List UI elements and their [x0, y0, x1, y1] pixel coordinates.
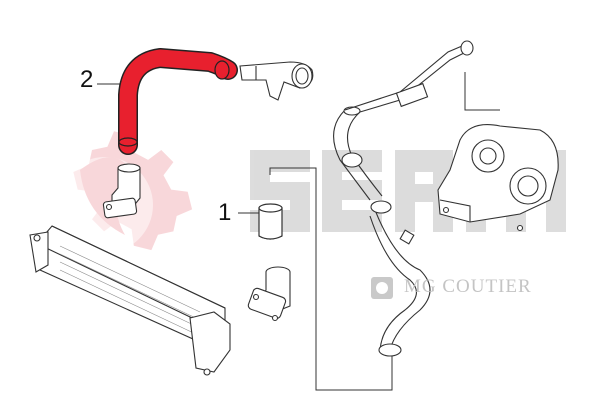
- callout-label-1: 1: [218, 199, 232, 226]
- turbo-outlet-hose: [369, 200, 431, 357]
- turbocharger: [437, 124, 559, 232]
- turbo-inlet-hose: [333, 40, 474, 201]
- watermark-subtitle-text: MG COUTIER: [404, 276, 532, 297]
- elbow-fitting-left: [102, 163, 141, 219]
- elbow-fitting-lower: [247, 266, 291, 322]
- intercooler: [29, 225, 231, 376]
- hose-part-2-highlighted[interactable]: [118, 48, 238, 155]
- watermark-subtitle: MG COUTIER: [404, 276, 532, 298]
- hose-part-1[interactable]: [258, 203, 283, 240]
- watermark-emblem-icon: [371, 277, 393, 299]
- leader-lines: [97, 72, 500, 391]
- intake-pipe-fitting: [239, 61, 314, 101]
- callout-label-2: 2: [80, 66, 94, 93]
